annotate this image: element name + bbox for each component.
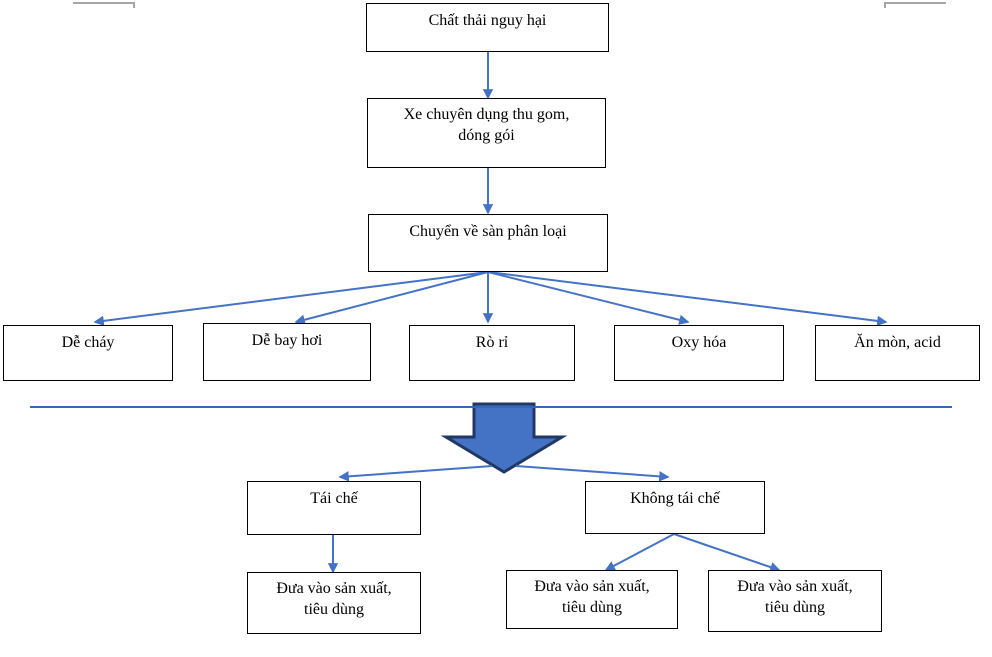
edge-split-to-non-recycle xyxy=(515,465,670,482)
page-border-fragment-right xyxy=(884,2,946,4)
node-category-flammable: Dễ cháy xyxy=(3,325,173,381)
edge-split-to-recycle xyxy=(338,465,493,482)
node-output-production-consumption-1: Đưa vào sản xuất, tiêu dùng xyxy=(247,572,421,634)
edge-sort-to-category-5 xyxy=(487,271,888,327)
page-border-fragment-left-tick xyxy=(133,2,135,8)
node-output-production-consumption-3: Đưa vào sản xuất, tiêu dùng xyxy=(708,570,882,632)
section-divider xyxy=(30,406,952,408)
page-border-fragment-left xyxy=(73,2,135,4)
edge-sort-to-category-2 xyxy=(294,271,489,325)
edge-non-recycle-to-output-3 xyxy=(673,533,781,573)
node-category-corrosive-acid: Ăn mòn, acid xyxy=(815,325,980,381)
node-collection-vehicle: Xe chuyên dụng thu gom, dóng gói xyxy=(367,98,606,168)
edge-sort-to-category-1 xyxy=(93,271,489,327)
node-category-leakage: Rò rỉ xyxy=(409,325,575,381)
node-output-production-consumption-2: Đưa vào sản xuất, tiêu dùng xyxy=(506,570,678,629)
node-hazardous-waste: Chất thải nguy hại xyxy=(366,3,609,52)
page-border-fragment-right-tick xyxy=(884,2,886,8)
node-category-oxidizing: Oxy hóa xyxy=(614,325,784,381)
edge-non-recycle-to-output-2 xyxy=(604,533,675,571)
node-recyclable: Tái chế xyxy=(247,481,421,535)
node-transfer-to-sorting-floor: Chuyển về sàn phân loại xyxy=(368,214,608,272)
edge-sort-to-category-4 xyxy=(487,271,690,325)
block-arrow-down-icon xyxy=(440,402,568,474)
node-category-volatile: Dễ bay hơi xyxy=(203,323,371,381)
node-non-recyclable: Không tái chế xyxy=(585,481,765,534)
